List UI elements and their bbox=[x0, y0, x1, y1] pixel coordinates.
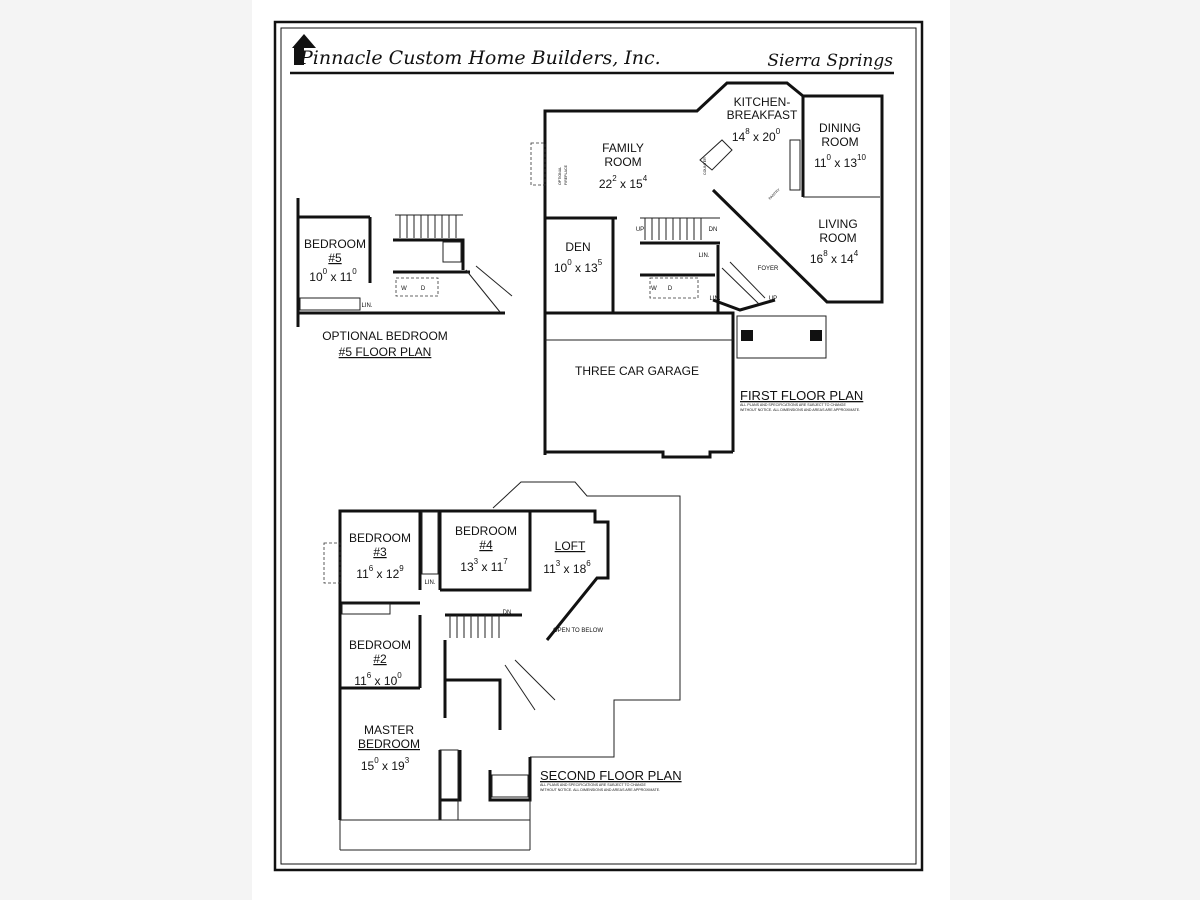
second-floor-labels: BEDROOM #3 116 x 129 BEDROOM #4 133 x 11… bbox=[349, 524, 682, 792]
room-label-living: LIVING bbox=[818, 217, 857, 231]
label-dryer: D bbox=[668, 286, 673, 292]
room-label-bedroom-4-num: #4 bbox=[479, 538, 493, 552]
room-label-bedroom-4: BEDROOM bbox=[455, 524, 517, 538]
room-label-garage: THREE CAR GARAGE bbox=[575, 364, 699, 378]
label-foyer: FOYER bbox=[758, 266, 779, 272]
room-label-bedroom-3: BEDROOM bbox=[349, 531, 411, 545]
label-linen: LIN. bbox=[424, 580, 435, 586]
room-dims-master: 150 x 193 bbox=[361, 756, 410, 773]
company-name: Pinnacle Custom Home Builders, Inc. bbox=[299, 47, 661, 69]
first-floor-labels: FAMILY ROOM 222 x 154 KITCHEN- BREAKFAST… bbox=[554, 95, 867, 412]
room-dims-family: 222 x 154 bbox=[599, 174, 648, 191]
label-dn: DN bbox=[709, 227, 718, 233]
label-dryer: D bbox=[421, 286, 426, 292]
room-dims-living: 168 x 144 bbox=[810, 249, 859, 266]
room-label-living-2: ROOM bbox=[819, 231, 856, 245]
first-floor-note: ALL PLANS AND SPECIFICATIONS ARE SUBJECT… bbox=[740, 403, 846, 407]
room-label-bedroom-2-num: #2 bbox=[373, 652, 387, 666]
room-label-family: FAMILY bbox=[602, 141, 644, 155]
room-label-loft: LOFT bbox=[555, 539, 586, 553]
label-dn: DN bbox=[503, 610, 512, 616]
label-linen: LIN. bbox=[361, 303, 372, 309]
label-pantry: PANTRY bbox=[768, 187, 781, 200]
label-linen: LIN. bbox=[698, 253, 709, 259]
label-up-2: UP bbox=[769, 296, 777, 302]
room-label-bedroom-5: BEDROOM bbox=[304, 237, 366, 251]
optional-bedroom-title: OPTIONAL BEDROOM bbox=[322, 329, 448, 343]
room-label-dining: DINING bbox=[819, 121, 861, 135]
label-fireplace-2: FIREPLACE bbox=[564, 164, 568, 185]
room-label-den: DEN bbox=[565, 240, 590, 254]
room-label-bedroom-2: BEDROOM bbox=[349, 638, 411, 652]
optional-bedroom-labels: BEDROOM #5 100 x 110 LIN. W D OPTIONAL B… bbox=[304, 237, 448, 359]
room-label-dining-2: ROOM bbox=[821, 135, 858, 149]
label-open-to-below: OPEN TO BELOW bbox=[553, 628, 603, 634]
floor-plan-sheet bbox=[252, 0, 950, 900]
model-name: Sierra Springs bbox=[767, 51, 893, 71]
label-linen-2: LIN. bbox=[709, 296, 720, 302]
second-floor-note: ALL PLANS AND SPECIFICATIONS ARE SUBJECT… bbox=[540, 783, 646, 787]
inner-frame bbox=[280, 27, 917, 865]
room-dims-den: 100 x 135 bbox=[554, 258, 603, 275]
label-washer: W bbox=[651, 286, 657, 292]
first-floor-plan bbox=[530, 81, 884, 459]
outer-frame bbox=[273, 20, 924, 872]
second-floor-plan bbox=[323, 481, 681, 851]
room-label-kitchen-2: BREAKFAST bbox=[727, 108, 798, 122]
room-dims-loft: 113 x 186 bbox=[543, 559, 591, 576]
room-dims-bedroom-3: 116 x 129 bbox=[356, 564, 404, 581]
room-dims-dining: 110 x 1310 bbox=[814, 153, 866, 170]
first-floor-title: FIRST FLOOR PLAN bbox=[740, 388, 863, 403]
house-icon bbox=[292, 34, 316, 48]
room-label-family-2: ROOM bbox=[604, 155, 641, 169]
room-dims-kitchen: 148 x 200 bbox=[732, 127, 781, 144]
room-dims-bedroom-5: 100 x 110 bbox=[309, 267, 357, 284]
room-label-master: MASTER bbox=[364, 723, 414, 737]
label-up: UP bbox=[636, 227, 644, 233]
second-floor-title: SECOND FLOOR PLAN bbox=[540, 768, 682, 783]
label-counter: COUNTER bbox=[703, 157, 707, 175]
room-dims-bedroom-2: 116 x 100 bbox=[354, 671, 402, 688]
room-dims-bedroom-4: 133 x 117 bbox=[460, 557, 508, 574]
room-label-master-2: BEDROOM bbox=[358, 737, 420, 751]
first-floor-note-2: WITHOUT NOTICE. ALL DIMENSIONS AND AREAS… bbox=[740, 408, 860, 412]
room-label-bedroom-3-num: #3 bbox=[373, 545, 387, 559]
room-label-kitchen: KITCHEN- bbox=[734, 95, 791, 109]
company-logo bbox=[292, 34, 316, 65]
optional-bedroom-subtitle: #5 FLOOR PLAN bbox=[339, 345, 432, 359]
label-washer: W bbox=[401, 286, 407, 292]
label-fireplace: OPTIONAL bbox=[558, 167, 562, 185]
room-label-bedroom-5-num: #5 bbox=[328, 251, 342, 265]
optional-bedroom-plan bbox=[296, 198, 513, 327]
second-floor-note-2: WITHOUT NOTICE. ALL DIMENSIONS AND AREAS… bbox=[540, 788, 660, 792]
